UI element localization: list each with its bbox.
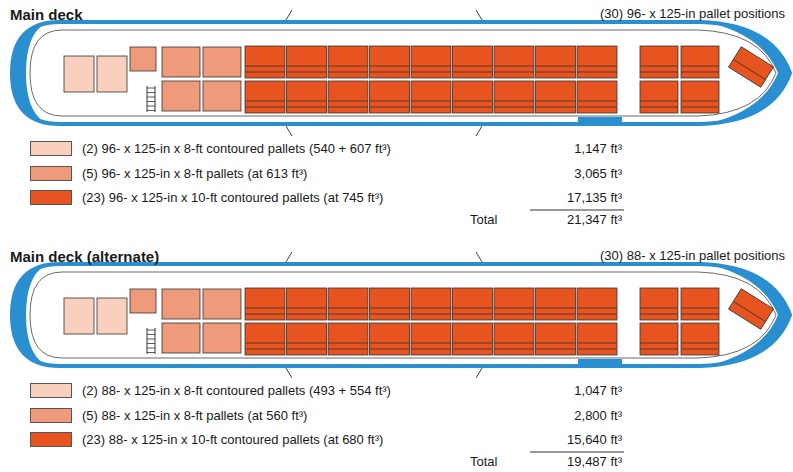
section-heading: Main deck (alternate) (10, 248, 159, 265)
volume-value: 2,800 ft³ (574, 408, 622, 423)
legend-text: (5) 88- x 125-in x 8-ft pallets (at 560 … (82, 408, 307, 423)
legend-swatch (30, 141, 72, 156)
legend-swatch (30, 166, 72, 181)
alternate-deck-plan (12, 252, 790, 378)
legend-text: (23) 96- x 125-in x 10-ft contoured pall… (82, 190, 383, 205)
legend-text: (2) 88- x 125-in x 8-ft contoured pallet… (82, 383, 391, 398)
total-rule (530, 452, 624, 453)
legend-swatch (30, 383, 72, 398)
main-deck-plan (12, 10, 790, 136)
positions-note: (30) 96- x 125-in pallet positions (600, 6, 785, 21)
legend-text: (5) 96- x 125-in x 8-ft pallets (at 613 … (82, 166, 307, 181)
legend-text: (2) 96- x 125-in x 8-ft contoured pallet… (82, 141, 391, 156)
legend-swatch (30, 408, 72, 423)
volume-value: 17,135 ft³ (567, 190, 622, 205)
total-rule (530, 210, 624, 211)
legend-swatch (30, 190, 72, 205)
total-label: Total (470, 454, 497, 469)
volume-value: 1,147 ft³ (574, 141, 622, 156)
legend-swatch (30, 432, 72, 447)
total-value: 19,487 ft³ (567, 454, 622, 469)
total-value: 21,347 ft³ (567, 212, 622, 227)
legend-text: (23) 88- x 125-in x 10-ft contoured pall… (82, 432, 383, 447)
volume-value: 15,640 ft³ (567, 432, 622, 447)
volume-value: 1,047 ft³ (574, 383, 622, 398)
section-heading: Main deck (10, 6, 83, 23)
positions-note: (30) 88- x 125-in pallet positions (600, 248, 785, 263)
total-label: Total (470, 212, 497, 227)
volume-value: 3,065 ft³ (574, 166, 622, 181)
